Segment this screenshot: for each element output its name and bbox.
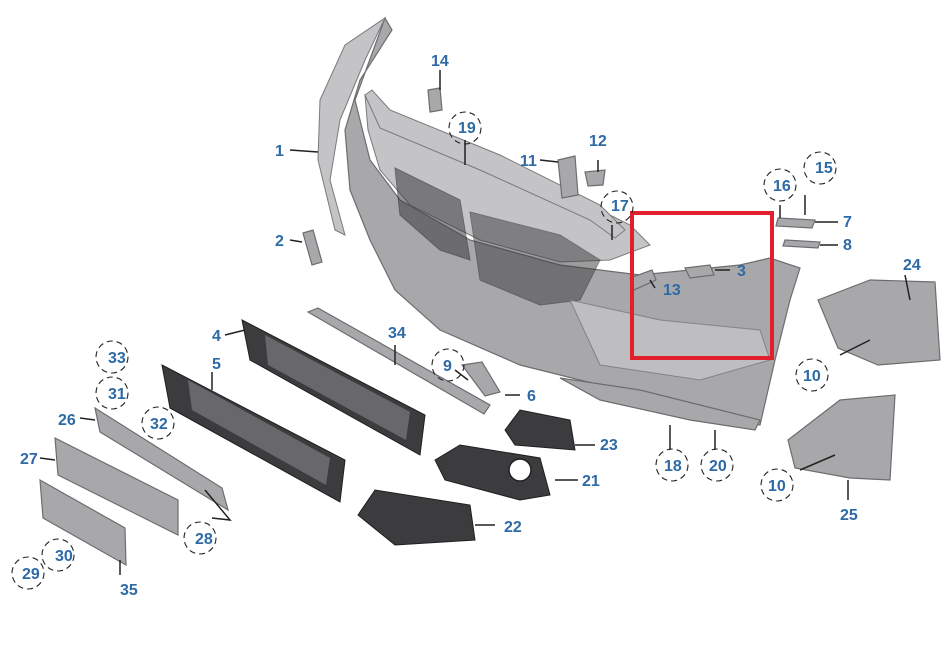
callout-31: 31 xyxy=(108,386,126,403)
side-cover-23 xyxy=(504,409,576,451)
callout-32: 32 xyxy=(150,416,168,433)
callout-30: 30 xyxy=(55,548,73,565)
fog-lamp-opening xyxy=(508,458,532,482)
license-plate-holder-27 xyxy=(54,436,179,536)
bracket-8 xyxy=(782,239,821,249)
callout-22: 22 xyxy=(504,519,522,536)
strip-34 xyxy=(306,307,491,415)
callout-4: 4 xyxy=(212,328,221,345)
callout-17: 17 xyxy=(611,198,629,215)
callout-15: 15 xyxy=(815,160,833,177)
callout-23: 23 xyxy=(600,437,618,454)
callout-7: 7 xyxy=(843,214,852,231)
callout-16: 16 xyxy=(773,178,791,195)
callout-29: 29 xyxy=(22,566,40,583)
bracket-11 xyxy=(557,155,579,199)
callout-10-upper: 10 xyxy=(803,368,821,385)
lower-grille-5 xyxy=(161,364,346,503)
bracket-6 xyxy=(460,361,501,397)
side-grille-22 xyxy=(357,489,476,546)
callout-14: 14 xyxy=(431,53,449,70)
bracket-2 xyxy=(302,229,323,266)
callout-21: 21 xyxy=(582,473,600,490)
bracket-7 xyxy=(775,217,816,229)
callout-28: 28 xyxy=(195,531,213,548)
callout-1: 1 xyxy=(275,143,284,160)
highlight-box xyxy=(630,211,774,360)
callout-35: 35 xyxy=(120,582,138,599)
callout-20: 20 xyxy=(709,458,727,475)
callout-12: 12 xyxy=(589,133,607,150)
callout-34: 34 xyxy=(388,325,406,342)
callout-24: 24 xyxy=(903,257,921,274)
callout-5: 5 xyxy=(212,356,221,373)
lower-grille-4 xyxy=(241,319,426,456)
bracket-12 xyxy=(584,169,606,187)
leader-lines xyxy=(39,70,911,575)
callout-13: 13 xyxy=(663,282,681,299)
callout-11: 11 xyxy=(520,153,537,170)
callout-3: 3 xyxy=(737,263,746,280)
callout-circles xyxy=(11,111,837,590)
callout-numbers: 1 2 3 4 5 6 7 8 9 10 10 11 12 13 14 15 1… xyxy=(20,53,921,599)
callout-9: 9 xyxy=(443,358,452,375)
callout-25: 25 xyxy=(840,507,858,524)
callout-26: 26 xyxy=(58,412,76,429)
callout-18: 18 xyxy=(664,458,682,475)
callout-6: 6 xyxy=(527,388,536,405)
bracket-3 xyxy=(684,264,715,279)
air-duct-24 xyxy=(817,279,941,366)
license-plate-30 xyxy=(39,478,127,567)
air-duct-25 xyxy=(787,394,896,481)
callout-2: 2 xyxy=(275,233,284,250)
callout-10-lower: 10 xyxy=(768,478,786,495)
upper-support-bracket xyxy=(364,89,626,239)
side-grille-21 xyxy=(434,444,551,501)
callout-33: 33 xyxy=(108,350,126,367)
bracket-14 xyxy=(427,87,443,113)
callout-19: 19 xyxy=(458,120,476,137)
callout-27: 27 xyxy=(20,451,38,468)
callout-8: 8 xyxy=(843,237,852,254)
bumper-cover xyxy=(317,16,801,431)
license-plate-base-26 xyxy=(94,406,229,512)
